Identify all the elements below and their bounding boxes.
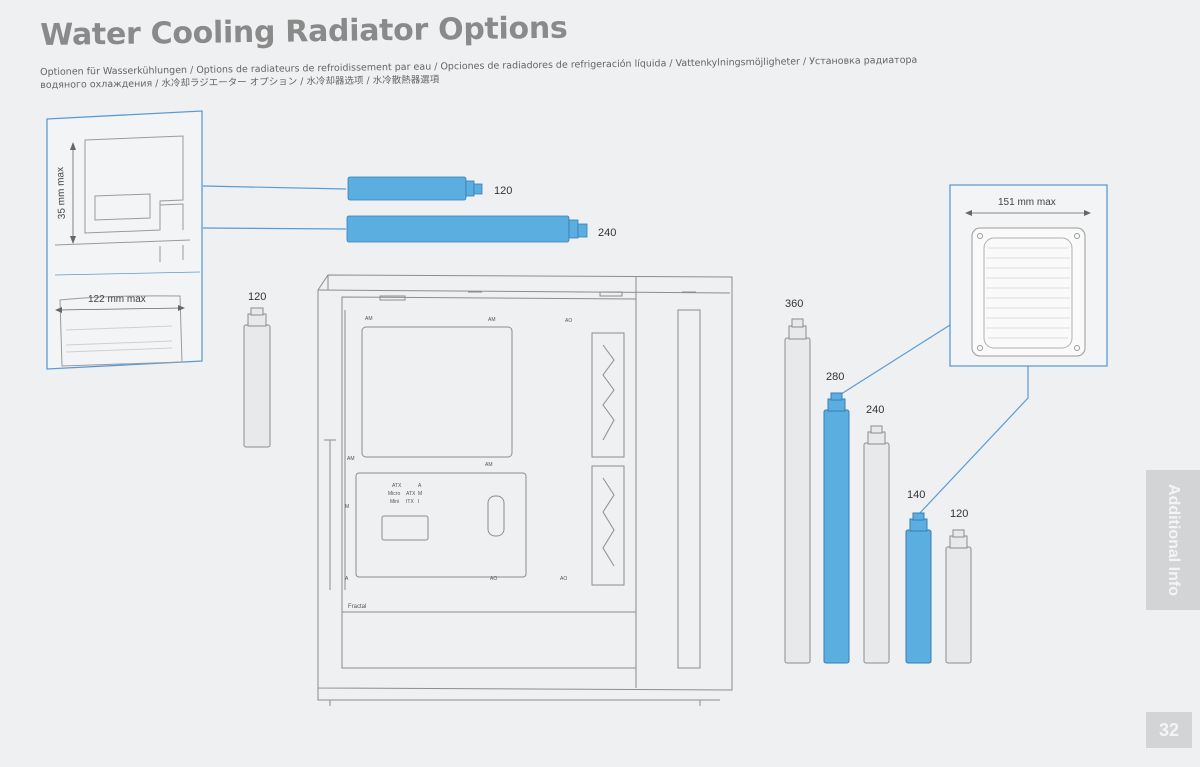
front-radiator-120-label: 120 bbox=[950, 508, 968, 520]
case-labels: AM AM AM AM AO AO AO M A ATX A Micro ATX… bbox=[345, 316, 572, 610]
rear-radiator-120: 120 bbox=[243, 291, 271, 448]
mobo-label-ao1: AO bbox=[490, 576, 497, 582]
mobo-label-itx: ITX bbox=[406, 499, 414, 505]
connector-lines bbox=[202, 185, 1029, 516]
mobo-label-mini: Mini bbox=[390, 499, 399, 505]
side-tab: Additional Info bbox=[1146, 470, 1200, 610]
top-width-dim-label: 122 mm max bbox=[88, 294, 146, 305]
top-radiator-120-label: 120 bbox=[494, 185, 512, 197]
top-radiator-240-label: 240 bbox=[598, 227, 616, 239]
case-drawing bbox=[317, 274, 733, 706]
front-clearance-detail: 151 mm max bbox=[949, 184, 1108, 367]
height-dim-label: 35 mm max bbox=[55, 167, 68, 220]
mobo-label-a: A bbox=[418, 483, 422, 489]
front-width-dim-label: 151 mm max bbox=[998, 197, 1056, 208]
front-radiator-140: 140 bbox=[905, 489, 932, 664]
mobo-label-ao2: AO bbox=[560, 576, 567, 582]
front-radiator-280-label: 280 bbox=[826, 371, 844, 383]
front-radiator-140-label: 140 bbox=[907, 489, 925, 501]
front-radiator-360: 360 bbox=[784, 298, 811, 664]
top-radiator-240: 240 bbox=[346, 215, 616, 243]
rear-radiator-120-label: 120 bbox=[248, 291, 266, 303]
page-number: 32 bbox=[1146, 712, 1192, 748]
front-radiator-240-label: 240 bbox=[866, 404, 884, 416]
mobo-label-am3: AM bbox=[485, 462, 493, 468]
case-brand-label: Fractal bbox=[348, 604, 366, 610]
mobo-label-a1: A bbox=[345, 576, 349, 582]
mobo-label-matx: ATX bbox=[406, 491, 416, 497]
front-radiator-240: 240 bbox=[863, 404, 890, 664]
mobo-label-mi: M bbox=[345, 504, 349, 510]
mobo-label-am4: AM bbox=[347, 456, 355, 462]
side-tab-label: Additional Info bbox=[1165, 484, 1182, 596]
mobo-label-am1: AM bbox=[365, 316, 373, 322]
front-radiator-120: 120 bbox=[945, 508, 972, 664]
top-clearance-detail: 35 mm max 122 mm max bbox=[46, 110, 203, 370]
mobo-label-m: M bbox=[418, 491, 422, 497]
mobo-label-am2: AM bbox=[488, 317, 496, 323]
mobo-label-micro: Micro bbox=[388, 491, 400, 497]
front-radiator-360-label: 360 bbox=[785, 298, 803, 310]
mobo-label-atx: ATX bbox=[392, 483, 402, 489]
front-radiator-280: 280 bbox=[823, 371, 850, 664]
mobo-label-i: I bbox=[418, 499, 419, 505]
mobo-label-ao3: AO bbox=[565, 318, 572, 324]
top-radiator-120: 120 bbox=[347, 176, 512, 201]
